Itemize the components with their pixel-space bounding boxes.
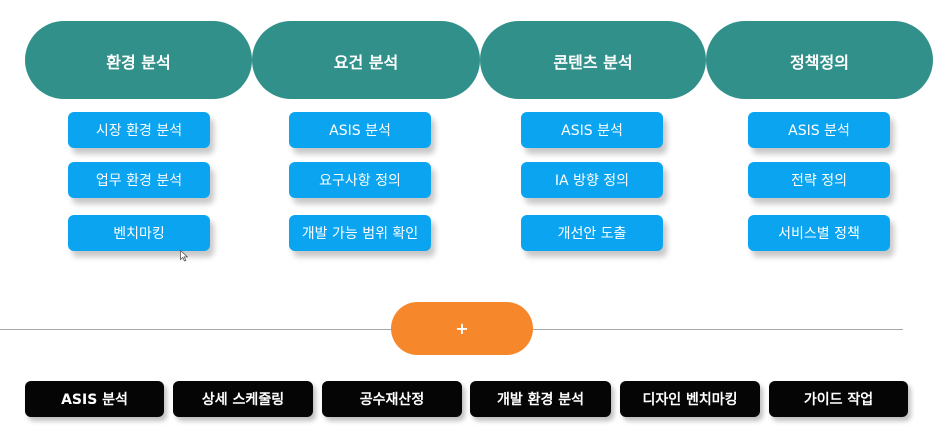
phase-header-requirements: 요건 분석 [252,21,480,99]
phase-header-policy: 정책정의 [706,21,933,99]
task-box: ASIS 분석 [289,112,431,148]
extra-task-box: 공수재산정 [322,381,462,417]
task-box: 서비스별 정책 [748,215,890,251]
task-box: 벤치마킹 [68,215,210,251]
task-box: IA 방향 정의 [521,162,663,198]
extra-task-box: ASIS 분석 [25,381,164,417]
task-box: 개발 가능 범위 확인 [289,215,431,251]
extra-task-box: 상세 스케줄링 [173,381,313,417]
extra-task-box: 디자인 벤치마킹 [620,381,760,417]
task-box: 요구사항 정의 [289,162,431,198]
extra-task-box: 가이드 작업 [769,381,908,417]
task-box: 업무 환경 분석 [68,162,210,198]
task-box: 전략 정의 [748,162,890,198]
plus-connector: + [391,302,533,355]
task-box: ASIS 분석 [748,112,890,148]
extra-task-box: 개발 환경 분석 [470,381,611,417]
phase-header-content: 콘텐츠 분석 [480,21,706,99]
task-box: 시장 환경 분석 [68,112,210,148]
phase-header-environment: 환경 분석 [25,21,252,99]
task-box: ASIS 분석 [521,112,663,148]
mouse-cursor-icon [180,250,188,262]
task-box: 개선안 도출 [521,215,663,251]
